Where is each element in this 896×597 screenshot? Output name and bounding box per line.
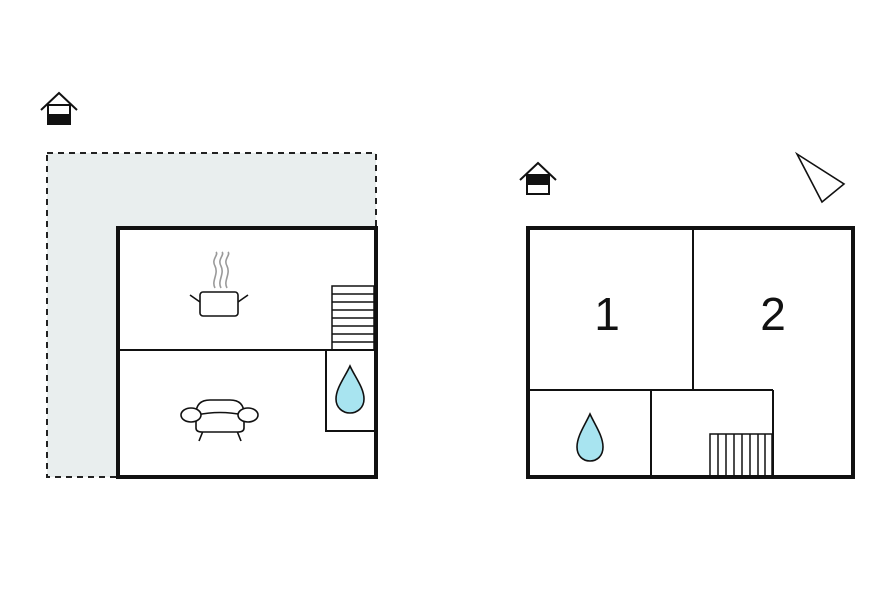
bedroom-1-label: 1 — [594, 288, 620, 340]
ground-floor-plan — [40, 91, 378, 479]
upper-bathroom-water-drop-icon — [576, 412, 604, 462]
upper-floor-entrance-icon — [519, 161, 557, 195]
upper-floor-outer-wall — [526, 226, 855, 479]
ground-bathroom-water-drop-icon — [335, 364, 365, 414]
bedroom-2-label: 2 — [760, 288, 786, 340]
upper-floor-stairs-icon — [709, 433, 773, 478]
ground-floor-stairs-icon — [331, 285, 375, 351]
upper-floor-plan: 1 2 — [519, 151, 855, 479]
sofa-icon — [180, 399, 259, 442]
ground-floor-entrance-icon — [40, 91, 78, 125]
ground-floor-outer-wall — [116, 226, 378, 479]
north-arrow-icon — [794, 151, 846, 204]
cooking-pot-icon — [189, 251, 249, 317]
upper-floor-interior-walls — [528, 228, 774, 477]
